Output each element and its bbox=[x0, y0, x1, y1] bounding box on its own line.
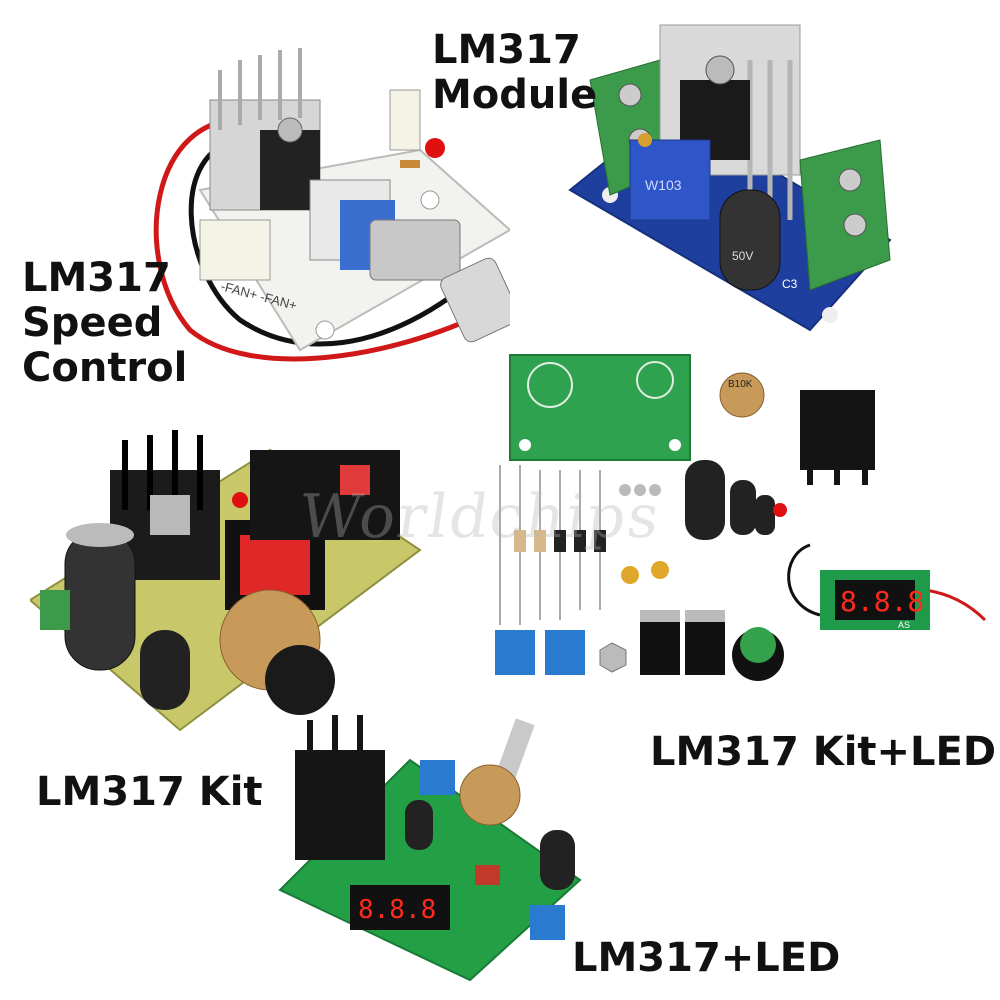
label-speed-line2: Speed bbox=[22, 299, 163, 346]
label-lm317-led: LM317+LED bbox=[572, 935, 841, 981]
lm317-led-board-image: 8.8.8 bbox=[278, 715, 582, 982]
label-lm317-kit: LM317 Kit bbox=[36, 769, 263, 815]
label-lm317-module: LM317 Module bbox=[432, 28, 597, 118]
label-module-line2: Module bbox=[432, 71, 598, 118]
pot-marking: B10K bbox=[728, 379, 753, 390]
capacitor-marking: 50V bbox=[732, 249, 753, 263]
label-speed-line1: LM317 bbox=[22, 255, 171, 301]
voltmeter-tag: AS bbox=[898, 620, 910, 630]
board-display-reading: 8.8.8 bbox=[358, 895, 436, 925]
speed-control-module-image: -FAN+ -FAN+ bbox=[153, 48, 510, 362]
label-lm317-kit-led: LM317 Kit+LED bbox=[650, 729, 997, 775]
lm317-module-image: W103 50V C3 bbox=[568, 24, 892, 332]
lm317-kit-image bbox=[30, 430, 422, 732]
label-module-line1: LM317 bbox=[432, 27, 581, 73]
kit-parts-image: B10K 8.8.8 AS bbox=[495, 354, 987, 681]
watermark: Worldchips bbox=[295, 482, 666, 552]
label-lm317-speed-control: LM317 Speed Control bbox=[22, 256, 187, 390]
c3-silkscreen: C3 bbox=[782, 277, 798, 291]
label-speed-line3: Control bbox=[22, 344, 188, 391]
voltmeter-reading: 8.8.8 bbox=[840, 585, 924, 618]
trimmer-marking: W103 bbox=[645, 177, 682, 193]
